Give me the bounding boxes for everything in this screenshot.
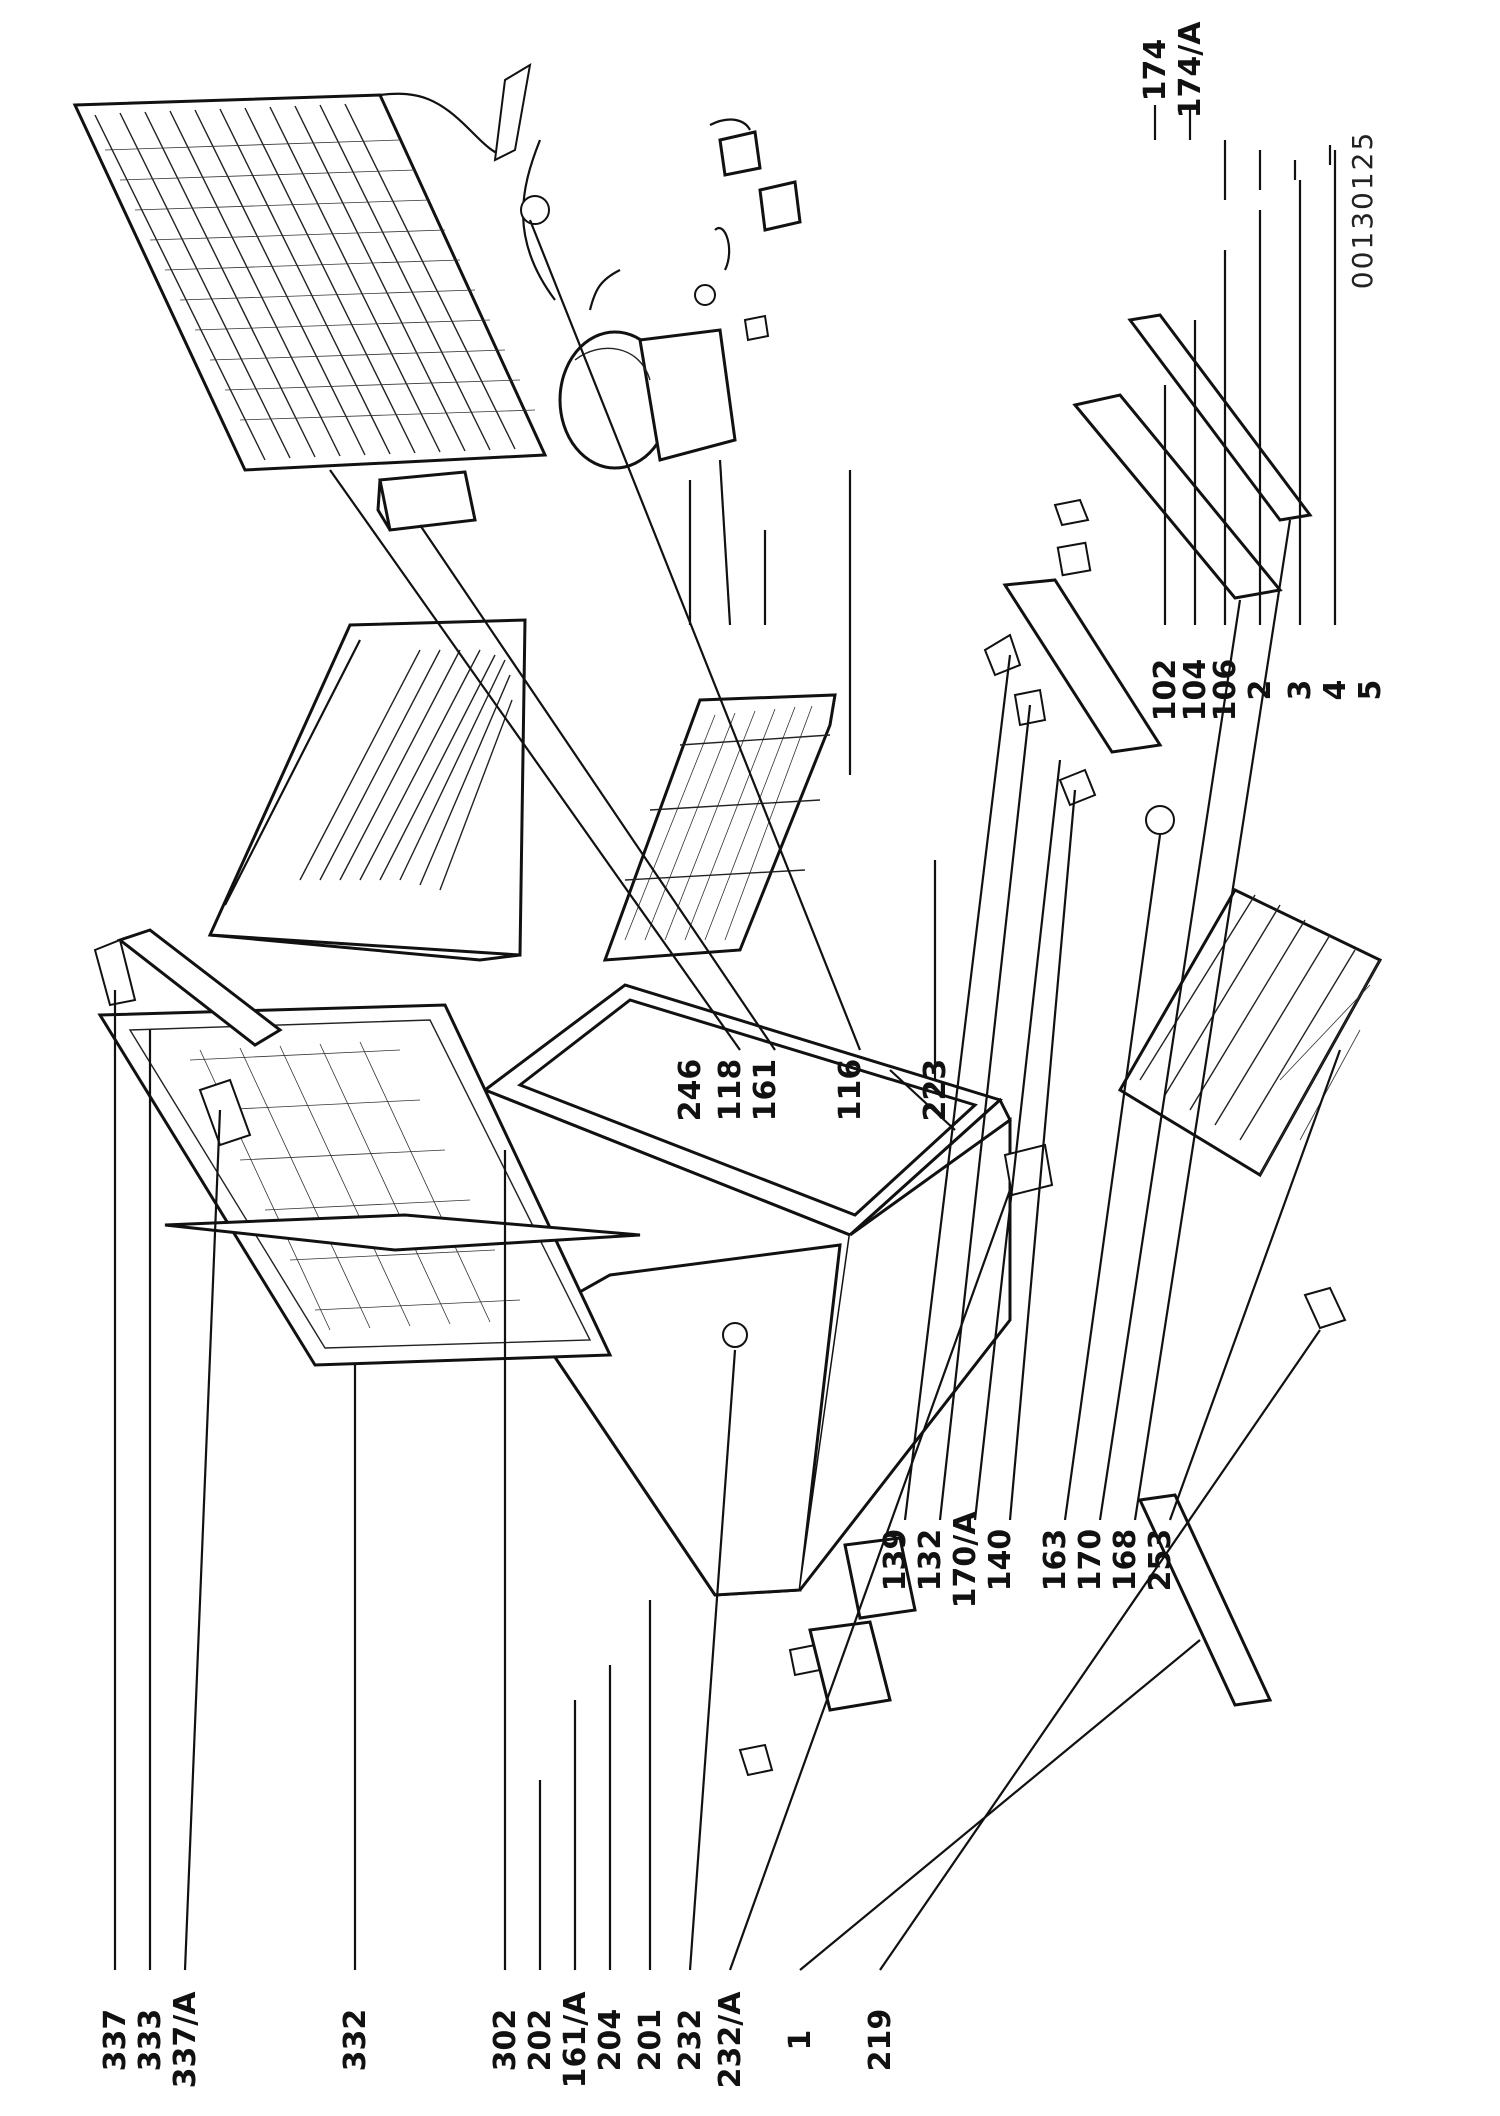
grid-shelf-223 <box>602 693 837 962</box>
label-132: 132 <box>913 1529 948 1592</box>
label-204: 204 <box>593 2009 628 2072</box>
condenser-118 <box>72 63 548 472</box>
label-104: 104 <box>1178 659 1213 722</box>
label-102: 102 <box>1148 659 1183 722</box>
label-302: 302 <box>488 2009 523 2072</box>
label-253: 253 <box>1143 1529 1178 1592</box>
relay-parts <box>694 118 802 342</box>
label-246: 246 <box>673 1059 708 1122</box>
label-5: 5 <box>1353 680 1388 701</box>
handle-333 <box>93 928 283 1147</box>
label-3: 3 <box>1283 680 1318 701</box>
label-219: 219 <box>863 2009 898 2072</box>
leader-lines-middle <box>329 219 1342 1521</box>
label-163: 163 <box>1038 1529 1073 1592</box>
label-333: 333 <box>133 2009 168 2072</box>
label-174: 174 <box>1138 39 1173 102</box>
label-2: 2 <box>1243 680 1278 701</box>
label-170: 170 <box>1073 1529 1108 1592</box>
label-174a: 174/A <box>1173 21 1208 119</box>
label-116: 116 <box>833 1059 868 1122</box>
foot-219 <box>1303 1286 1347 1330</box>
label-170a: 170/A <box>948 1511 983 1609</box>
label-4: 4 <box>1318 680 1353 701</box>
control-panel-168 <box>1053 313 1313 600</box>
label-161a: 161/A <box>558 1991 593 2089</box>
part-labels: 337 333 337/A 332 302 202 161/A 204 201 … <box>98 21 1388 2089</box>
leader-lines <box>113 105 1337 1971</box>
label-332: 332 <box>338 2009 373 2072</box>
evaporator-plate-246 <box>207 618 527 962</box>
label-223: 223 <box>918 1059 953 1122</box>
label-232: 232 <box>673 2009 708 2072</box>
thermostat-plate-170a <box>983 578 1175 835</box>
label-1: 1 <box>783 2030 818 2051</box>
cabinet-232 <box>481 983 1054 1597</box>
label-337: 337 <box>98 2009 133 2072</box>
wire-basket-253 <box>1117 888 1383 1178</box>
label-337a: 337/A <box>168 1991 203 2089</box>
label-202: 202 <box>523 2009 558 2072</box>
label-201: 201 <box>633 2009 668 2072</box>
bracket-161 <box>376 470 477 532</box>
drawing-code: 00130125 <box>1346 131 1379 290</box>
label-140: 140 <box>983 1529 1018 1592</box>
label-232a: 232/A <box>713 1991 748 2089</box>
label-139: 139 <box>878 1529 913 1592</box>
label-161: 161 <box>748 1059 783 1122</box>
label-168: 168 <box>1108 1529 1143 1592</box>
gasket-302 <box>164 1213 641 1252</box>
label-118: 118 <box>713 1059 748 1122</box>
part-1 <box>1137 1493 1273 1707</box>
